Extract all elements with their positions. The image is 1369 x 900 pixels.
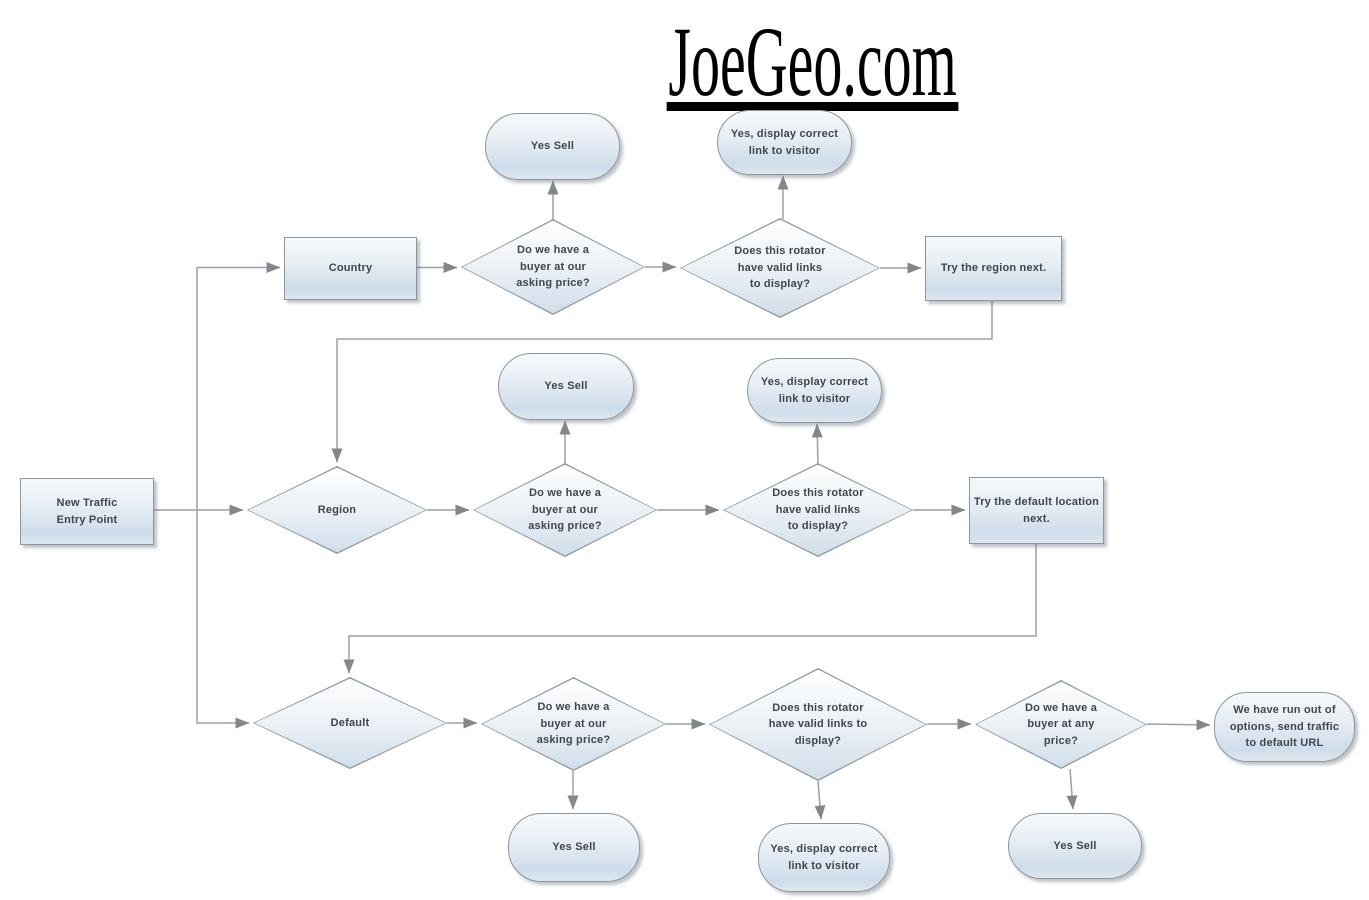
terminal-run-out-of-options: We have run out of options, send traffic… xyxy=(1214,692,1355,762)
page-title-text: JoeGeo.com xyxy=(666,6,959,117)
connector-rotator3-to-display xyxy=(814,780,826,820)
node-country: Country xyxy=(284,237,417,300)
decision-country-buyer-asking-price: Do we have a buyer at our asking price? xyxy=(461,219,645,315)
node-label: Default xyxy=(330,716,370,729)
node-label: Does this rotator have valid links to di… xyxy=(734,245,826,291)
node-label: Country xyxy=(328,262,373,275)
terminal-default-yes-sell-1: Yes Sell xyxy=(508,813,640,882)
node-try-default-location-next: Try the default location next. xyxy=(969,477,1104,544)
node-label: Do we have a buyer at our asking price? xyxy=(528,487,602,533)
connector-try-default-to-default xyxy=(343,542,1037,674)
decision-region: Region xyxy=(247,466,427,554)
decision-default-buyer-asking-price: Do we have a buyer at our asking price? xyxy=(481,677,666,771)
decision-region-rotator-valid-links: Does this rotator have valid links to di… xyxy=(723,463,913,557)
decision-region-buyer-asking-price: Do we have a buyer at our asking price? xyxy=(473,463,657,557)
node-label: Does this rotator have valid links to di… xyxy=(768,701,868,747)
connector-try-region-to-region xyxy=(331,299,993,463)
node-label: Yes Sell xyxy=(530,140,575,153)
node-label: Do we have a buyer at our asking price? xyxy=(516,244,590,290)
node-label: Region xyxy=(317,503,357,516)
node-label: Yes Sell xyxy=(552,841,596,854)
terminal-default-yes-sell-2: Yes Sell xyxy=(1008,813,1142,879)
terminal-default-display-link: Yes, display correct link to visitor xyxy=(758,823,890,892)
terminal-country-display-link: Yes, display correct link to visitor xyxy=(717,110,852,175)
connector-rotator2-to-display xyxy=(811,423,823,465)
terminal-country-yes-sell: Yes Sell xyxy=(485,113,620,180)
node-label: Yes, display correct link to visitor xyxy=(730,128,839,157)
node-label: Try the default location next. xyxy=(973,496,1100,525)
node-label: Yes Sell xyxy=(544,380,588,393)
node-label: Yes, display correct link to visitor xyxy=(760,376,869,405)
terminal-region-display-link: Yes, display correct link to visitor xyxy=(747,358,882,423)
node-label: Do we have a buyer at our asking price? xyxy=(536,701,611,747)
node-label: Try the region next. xyxy=(940,262,1047,275)
decision-default: Default xyxy=(253,677,447,769)
node-new-traffic-entry-point: New Traffic Entry Point xyxy=(20,478,154,545)
decision-country-rotator-valid-links: Does this rotator have valid links to di… xyxy=(680,218,880,318)
connector-entry-to-default xyxy=(196,510,250,729)
node-label: Yes Sell xyxy=(1053,839,1097,852)
connector-entry-to-country xyxy=(196,262,281,510)
node-label: Does this rotator have valid links to di… xyxy=(772,487,864,533)
connector-any-price-to-yes-sell xyxy=(1066,768,1078,810)
decision-buyer-any-price: Do we have a buyer at any price? xyxy=(975,680,1147,769)
terminal-region-yes-sell: Yes Sell xyxy=(498,353,634,420)
node-label: Do we have a buyer at any price? xyxy=(1024,701,1098,747)
decision-default-rotator-valid-links: Does this rotator have valid links to di… xyxy=(709,668,927,781)
node-label: Yes, display correct link to visitor xyxy=(770,843,878,872)
node-try-region-next: Try the region next. xyxy=(925,236,1062,301)
node-label: We have run out of options, send traffic… xyxy=(1229,704,1340,750)
page-title: JoeGeo.com xyxy=(561,4,959,119)
node-label: New Traffic Entry Point xyxy=(56,497,118,526)
connector-any-price-to-run-out xyxy=(1146,719,1211,731)
